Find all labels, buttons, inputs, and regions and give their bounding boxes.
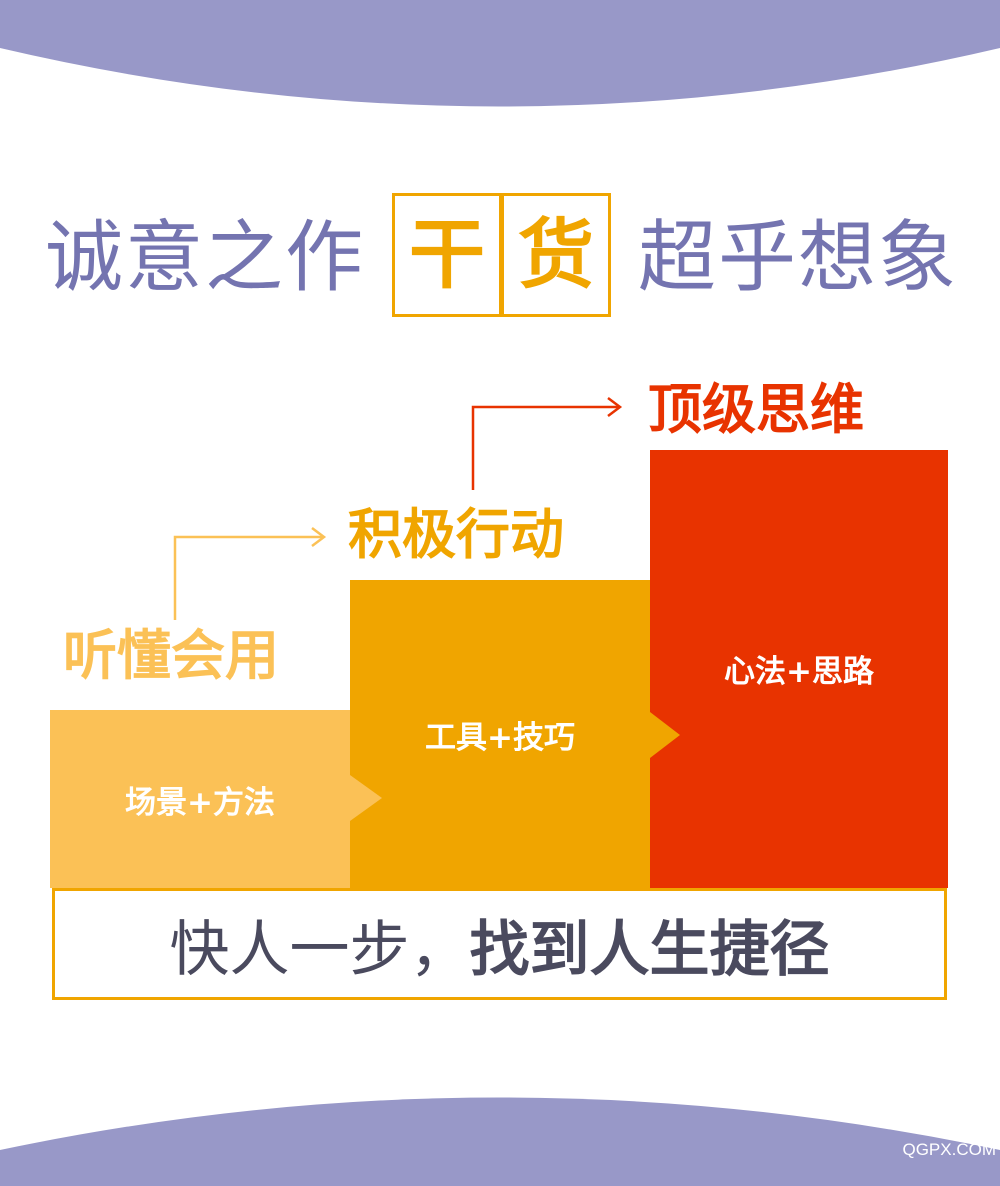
step-3-block: 心法+思路 — [650, 450, 948, 888]
title-box-char-2: 货 — [501, 193, 611, 317]
step-2-block: 工具+技巧 — [350, 580, 650, 888]
step-3-label: 顶级思维 — [648, 378, 864, 441]
title-left: 诚意之作 — [45, 213, 366, 303]
title-right: 超乎想象 — [638, 213, 959, 303]
connector-arrow-2 — [471, 405, 618, 490]
step-2-label: 积极行动 — [348, 503, 564, 566]
step-3-content: 心法+思路 — [724, 654, 874, 690]
top-band — [0, 0, 1000, 107]
slogan-normal: 快人一步， — [169, 914, 470, 985]
slogan-bold: 找到人生捷径 — [469, 914, 830, 985]
step-1-content: 场景+方法 — [125, 784, 275, 821]
watermark: QGPX.COM — [902, 1140, 996, 1159]
title-box-char-1: 干 — [392, 193, 502, 317]
arrowhead-1 — [311, 527, 327, 547]
arrowhead-2 — [607, 397, 623, 417]
footer-slogan: 快人一步，找到人生捷径 — [52, 888, 947, 1000]
step-1-label: 听懂会用 — [63, 624, 279, 687]
step-1-block: 场景+方法 — [50, 710, 350, 888]
step-2-content: 工具+技巧 — [425, 719, 575, 756]
connector-arrow-1 — [173, 535, 322, 620]
bottom-band — [0, 1097, 1000, 1186]
